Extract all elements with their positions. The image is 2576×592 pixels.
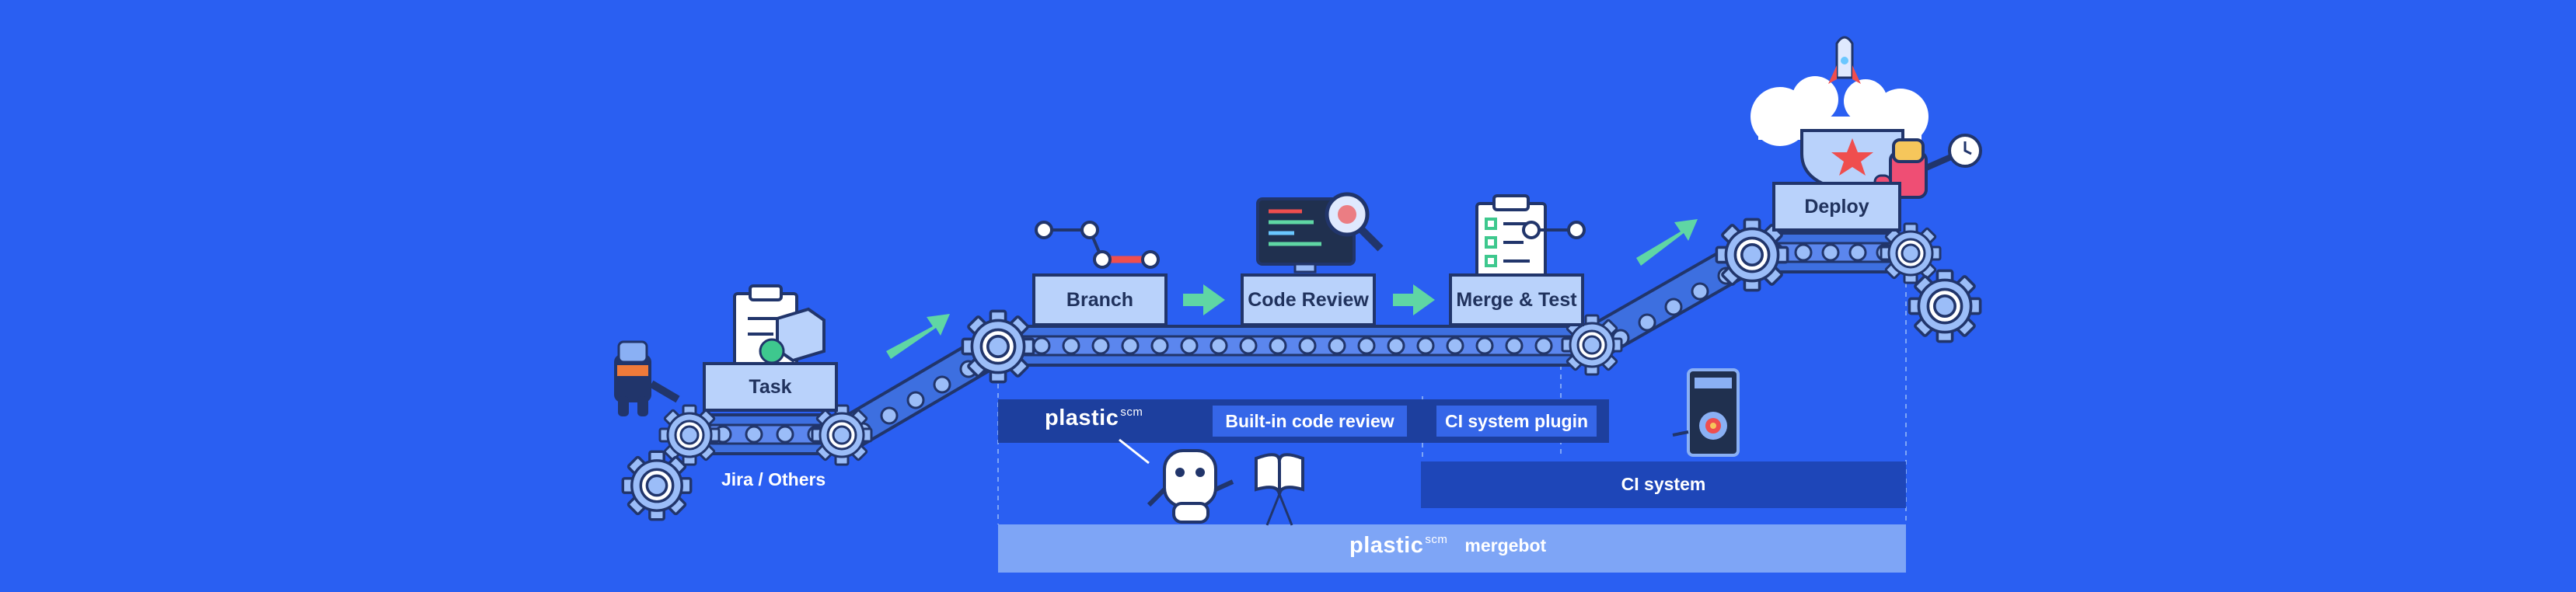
ci-plugin-pill: CI system plugin <box>1436 406 1597 437</box>
worker-robot-icon <box>614 340 680 416</box>
belt-roller <box>1121 336 1140 355</box>
mergebot-band <box>998 524 1906 573</box>
belt-roller <box>1062 336 1080 355</box>
belt-roller <box>1269 336 1287 355</box>
belt-roller <box>1475 336 1494 355</box>
belt-roller <box>1298 336 1317 355</box>
belt-roller <box>1664 298 1683 316</box>
code-review-monitor-icon <box>1256 192 1384 273</box>
gear-icon <box>1880 222 1942 284</box>
checklist-icon <box>1475 194 1586 280</box>
brand-suffix: scm <box>1120 406 1143 419</box>
belt-roller <box>1691 282 1709 301</box>
brand-suffix: scm <box>1425 533 1448 546</box>
jira-label: Jira / Others <box>721 469 826 489</box>
brand-name: plastic <box>1349 533 1424 558</box>
gear-icon <box>811 404 873 466</box>
stage-merge-test: Merge & Test <box>1449 273 1584 326</box>
stage-task: Task <box>703 362 838 412</box>
built-in-review-pill: Built-in code review <box>1213 406 1407 437</box>
belt-roller <box>1239 336 1258 355</box>
belt-roller <box>1638 313 1656 332</box>
stage-deploy: Deploy <box>1772 182 1901 232</box>
progress-arrows <box>886 219 1698 359</box>
mergebot-label: mergebot <box>1464 535 1547 555</box>
belt-roller <box>1357 336 1376 355</box>
book-icon <box>1255 453 1304 526</box>
belt-roller <box>1150 336 1169 355</box>
ci-server-icon <box>1672 368 1740 457</box>
belt-roller <box>1328 336 1346 355</box>
ci-system-band <box>1421 461 1906 508</box>
branch-icon <box>1035 221 1160 269</box>
belt-roller <box>1416 336 1435 355</box>
belt-roller <box>1446 336 1464 355</box>
gear-icon <box>961 309 1035 384</box>
ci-system-label: CI system <box>1621 474 1706 494</box>
stage-code-review: Code Review <box>1241 273 1376 326</box>
belt-roller <box>1534 336 1553 355</box>
mergebot-robot-icon <box>1119 438 1234 524</box>
belt-roller <box>1387 336 1405 355</box>
clipboard-icon <box>733 284 826 371</box>
belt-roller <box>933 375 951 394</box>
gear-icon <box>1908 269 1982 343</box>
gear-icon <box>621 450 693 521</box>
belt-roller <box>1505 336 1524 355</box>
belt-roller <box>880 406 899 425</box>
gear-icon <box>658 404 721 466</box>
stage-branch: Branch <box>1032 273 1168 326</box>
belt-roller <box>906 391 925 409</box>
belt-roller <box>1032 336 1051 355</box>
belt-roller <box>1180 336 1199 355</box>
belt-roller <box>1091 336 1110 355</box>
belt-roller <box>1209 336 1228 355</box>
brand-name: plastic <box>1045 406 1119 430</box>
rocket-icon <box>1828 36 1861 84</box>
